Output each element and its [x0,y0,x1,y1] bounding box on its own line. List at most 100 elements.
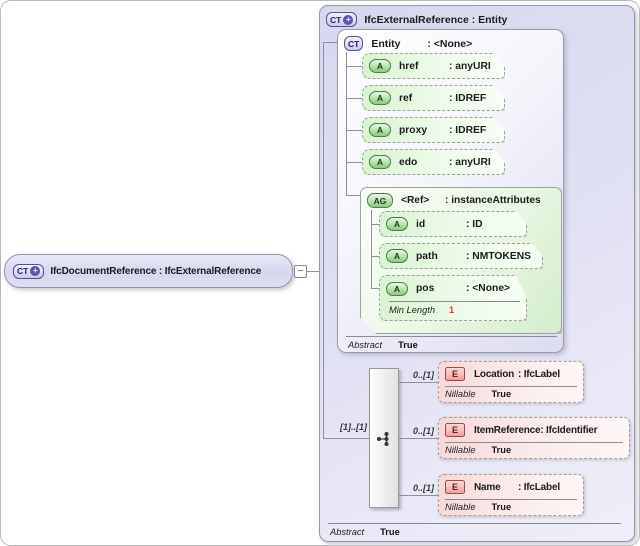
source-type-title: IfcDocumentReference : IfcExternalRefere… [50,265,262,277]
element-box-location[interactable]: E Location : IfcLabel Nillable True [438,361,584,403]
attribute-name: edo [399,156,418,168]
base-type-type: : <None> [427,37,473,50]
attribute-box-href[interactable]: A href : anyURI [362,53,505,79]
complex-type-icon: CT+ [326,12,358,27]
tree-line [399,438,438,439]
abstract-label: Abstract [348,340,383,350]
tree-line [371,256,379,257]
attribute-row: A pos : <None> [380,276,526,301]
attribute-type: : ID [466,218,483,230]
derived-plus-icon: + [30,266,41,276]
tree-line [346,195,360,196]
attribute-group-box-ref[interactable]: AG <Ref> : instanceAttributes A id : ID … [360,187,562,334]
attribute-icon: A [369,123,391,137]
element-title: E Name : IfcLabel [439,475,583,499]
attribute-box-proxy[interactable]: A proxy : IDREF [362,117,505,143]
abstract-value: True [380,527,400,537]
base-type-header: CT Entity : <None> [344,36,472,51]
tree-line [399,495,438,496]
divider [328,523,621,524]
abstract-row: Abstract True [348,340,418,350]
element-icon: E [445,367,465,381]
abstract-value: True [398,340,418,350]
element-title: E Location : IfcLabel [439,362,583,386]
attribute-group-type: : instanceAttributes [445,195,541,206]
divider [346,336,557,337]
nillable-label: Nillable [445,445,476,455]
main-type-header: CT+ IfcExternalReference : Entity [326,12,507,27]
attribute-type: : anyURI [449,60,491,72]
attribute-box-edo[interactable]: A edo : anyURI [362,149,505,175]
complex-type-icon: CT [344,36,364,51]
complex-type-icon: CT+ [13,263,45,279]
element-box-itemreference[interactable]: E ItemReference : IfcIdentifier Nillable… [438,417,630,459]
attribute-name: pos [416,283,435,294]
type-box-ifcdocumentreference[interactable]: CT+ IfcDocumentReference : IfcExternalRe… [4,254,293,288]
base-type-name: Entity [371,37,401,50]
cardinality-label: [1]..[1] [340,422,367,432]
nillable-value: True [491,502,512,512]
attribute-box-path[interactable]: A path : NMTOKENS [379,243,543,269]
attribute-group-header: AG <Ref> : instanceAttributes [367,193,541,208]
attribute-type: : anyURI [449,156,491,168]
tree-line [323,438,369,439]
tree-line [346,130,362,131]
facet-row: Min Length 1 [389,301,520,318]
tree-line [371,210,372,288]
attribute-group-icon: AG [367,193,393,208]
tree-line [346,162,362,163]
element-name: ItemReference [474,424,541,436]
nillable-row: Nillable True [445,386,577,401]
base-type-box-entity[interactable]: CT Entity : <None> A href : anyURI A ref… [337,29,564,353]
tree-line [371,224,379,225]
attribute-icon: A [369,59,391,73]
derived-plus-icon: + [343,14,354,25]
choice-group-box[interactable] [369,368,399,508]
element-type: : IfcIdentifier [540,424,598,436]
attribute-icon: A [369,91,391,105]
attribute-icon: A [386,282,408,296]
attribute-group-name: <Ref> [401,195,430,206]
attribute-type: : NMTOKENS [466,250,532,262]
attribute-icon: A [369,155,391,169]
tree-line [371,288,379,289]
attribute-type: : <None> [466,283,511,294]
tree-line [323,42,324,438]
attribute-box-id[interactable]: A id : ID [379,211,527,237]
abstract-row: Abstract True [330,527,400,537]
cardinality-label: 0..[1] [412,483,434,493]
element-title: E ItemReference : IfcIdentifier [439,418,629,442]
attribute-type: : IDREF [449,92,487,104]
nillable-label: Nillable [445,502,476,512]
facet-label: Min Length [389,305,435,315]
complex-type-icon-label: CT [348,38,360,49]
cardinality-label: 0..[1] [412,426,434,436]
attribute-box-pos[interactable]: A pos : <None> Min Length 1 [379,275,527,321]
nillable-row: Nillable True [445,442,623,457]
attribute-icon: A [386,249,408,263]
nillable-row: Nillable True [445,499,577,514]
tree-line [399,382,438,383]
facet-value: 1 [449,305,455,315]
complex-type-icon-label: CT [330,14,342,25]
choice-icon [377,432,389,446]
attribute-box-ref[interactable]: A ref : IDREF [362,85,505,111]
nillable-value: True [491,389,512,399]
tree-line [346,52,347,195]
attribute-name: href [399,60,419,72]
element-name: Location [474,368,515,380]
main-type-title: IfcExternalReference : Entity [364,13,508,26]
nillable-label: Nillable [445,389,476,399]
attribute-name: ref [399,92,413,104]
element-name: Name [474,481,501,493]
attribute-name: proxy [399,124,428,136]
element-box-name[interactable]: E Name : IfcLabel Nillable True [438,474,584,516]
element-type: : IfcLabel [518,481,560,493]
connector-line [307,271,324,272]
tree-line [323,42,337,43]
collapse-toggle[interactable]: − [294,265,307,278]
attribute-name: path [416,250,438,262]
element-type: : IfcLabel [518,368,560,380]
tree-line [346,66,362,67]
